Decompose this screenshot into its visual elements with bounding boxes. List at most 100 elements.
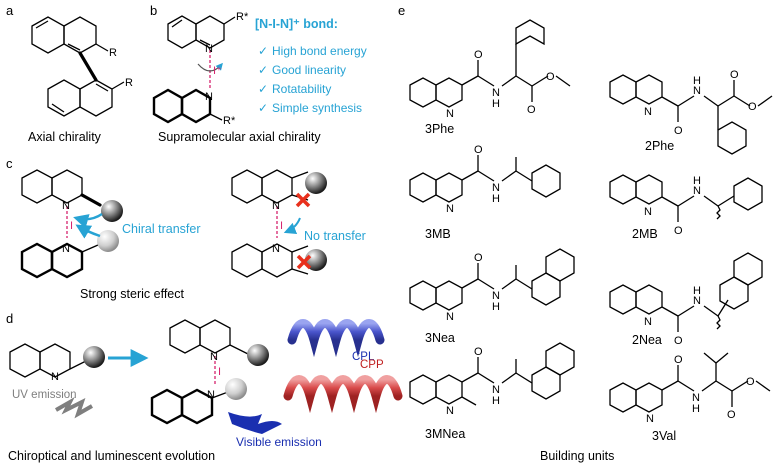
panel-a-caption: Axial chirality xyxy=(28,130,102,144)
uv-emission-arrow xyxy=(55,396,93,419)
check-icon: ✓ xyxy=(258,101,268,115)
oxygen: O xyxy=(474,346,483,358)
nitrogen-c-upper: N xyxy=(62,200,70,212)
nitrogen-c-lower-right: N xyxy=(272,243,280,255)
cpp-helix xyxy=(283,375,403,414)
panel-d-caption: Chiroptical and luminescent evolution xyxy=(8,449,215,463)
compound-label-3nea: 3Nea xyxy=(425,331,455,345)
check-icon: ✓ xyxy=(258,82,268,96)
substituent-r-upper: R xyxy=(109,47,117,59)
nitrogen-c-upper-right: N xyxy=(272,200,280,212)
nh-hydrogen: H xyxy=(492,98,500,110)
nh-nitrogen: N xyxy=(492,87,500,99)
feature-item: Good linearity xyxy=(272,63,346,77)
bond-title: [N-I-N]⁺ bond: xyxy=(255,17,338,31)
nh-nitrogen: N xyxy=(693,295,701,307)
ring-nitrogen: N xyxy=(446,203,454,215)
cross-icon xyxy=(295,192,311,208)
feature-item: High bond energy xyxy=(272,44,367,58)
feature-item: Rotatability xyxy=(272,82,331,96)
nh-hydrogen: H xyxy=(692,403,700,415)
chiral-transfer-label: Chiral transfer xyxy=(122,222,201,236)
compound-2nea xyxy=(609,252,763,332)
oxygen: O xyxy=(748,101,757,113)
panel-d: d N UV emission N I N Visible emission C… xyxy=(6,311,403,463)
compound-label-2phe: 2Phe xyxy=(645,139,674,153)
nh-hydrogen: H xyxy=(492,301,500,313)
substituent-rstar-upper: R* xyxy=(236,11,249,23)
compound-label-3mb: 3MB xyxy=(425,227,451,241)
compound-2mb xyxy=(609,174,763,222)
check-icon: ✓ xyxy=(258,63,268,77)
nh-nitrogen: N xyxy=(692,392,700,404)
nitrogen-d-upper: N xyxy=(210,351,218,363)
iodine-cation: I⁺ xyxy=(213,65,222,77)
nh-nitrogen: N xyxy=(492,384,500,396)
panel-d-letter: d xyxy=(6,311,13,326)
panel-e-letter: e xyxy=(398,3,405,18)
ring-nitrogen: N xyxy=(446,311,454,323)
oxygen: O xyxy=(674,354,683,366)
panel-b-caption: Supramolecular axial chirality xyxy=(158,130,321,144)
panel-e-caption: Building units xyxy=(540,449,614,463)
nitrogen-d-lower: N xyxy=(207,389,215,401)
feature-list: ✓ High bond energy ✓ Good linearity ✓ Ro… xyxy=(258,44,367,115)
iodine-c-right: I xyxy=(280,220,283,232)
oxygen: O xyxy=(730,69,739,81)
halogen-bonded-dimer xyxy=(152,15,236,124)
cpp-label: CPP xyxy=(360,359,384,371)
nh-nitrogen: N xyxy=(693,185,701,197)
nh-hydrogen: H xyxy=(693,175,701,187)
oxygen: O xyxy=(474,252,483,264)
substituent-rstar-lower: R* xyxy=(223,115,236,127)
steric-dimer-left xyxy=(20,169,123,279)
binaphthyl-structure xyxy=(31,16,125,117)
nh-hydrogen: H xyxy=(693,285,701,297)
compound-3val xyxy=(609,352,771,413)
dimer-d-structure xyxy=(150,319,269,425)
oxygen: O xyxy=(674,225,683,237)
oxygen: O xyxy=(727,409,736,421)
nitrogen-lower: N xyxy=(205,91,213,103)
nh-hydrogen: H xyxy=(492,395,500,407)
ring-nitrogen: N xyxy=(644,206,652,218)
cpl-helix xyxy=(287,319,385,358)
cpl-label: CPL xyxy=(352,351,375,363)
feature-item: Simple synthesis xyxy=(272,101,362,115)
substituent-r-lower: R xyxy=(125,77,133,89)
ring-nitrogen: N xyxy=(644,106,652,118)
compound-label-2nea: 2Nea xyxy=(632,333,662,347)
compound-2phe xyxy=(609,74,773,155)
nh-hydrogen: H xyxy=(693,75,701,87)
steric-dimer-right xyxy=(231,169,327,278)
nitrogen-c-lower: N xyxy=(62,243,70,255)
compound-label-2mb: 2MB xyxy=(632,227,658,241)
ring-nitrogen: N xyxy=(644,316,652,328)
ring-nitrogen: N xyxy=(446,108,454,120)
nitrogen-d-monomer: N xyxy=(51,371,59,383)
oxygen: O xyxy=(474,49,483,61)
no-transfer-label: No transfer xyxy=(304,229,366,243)
panel-a-letter: a xyxy=(6,3,14,18)
panel-b-letter: b xyxy=(150,3,157,18)
compound-label-3mnea: 3MNea xyxy=(425,427,465,441)
compound-label-3val: 3Val xyxy=(652,429,676,443)
compound-3phe xyxy=(409,19,571,108)
visible-emission-label: Visible emission xyxy=(236,435,322,449)
monomer-structure xyxy=(9,343,105,378)
nh-nitrogen: N xyxy=(492,290,500,302)
ring-nitrogen: N xyxy=(446,405,454,417)
oxygen: O xyxy=(474,144,483,156)
panel-a: a R R Axial chirality xyxy=(6,3,133,144)
iodine-c-left: I xyxy=(70,220,73,232)
panel-c: c N I N Chiral transfer Strong steric ef… xyxy=(6,156,366,301)
panel-c-letter: c xyxy=(6,156,13,171)
oxygen: O xyxy=(674,335,683,347)
compound-label-3phe: 3Phe xyxy=(425,122,454,136)
compound-3mb xyxy=(409,155,561,203)
check-icon: ✓ xyxy=(258,44,268,58)
oxygen: O xyxy=(674,125,683,137)
oxygen: O xyxy=(546,71,555,83)
panel-c-caption: Strong steric effect xyxy=(80,287,185,301)
nh-nitrogen: N xyxy=(492,182,500,194)
